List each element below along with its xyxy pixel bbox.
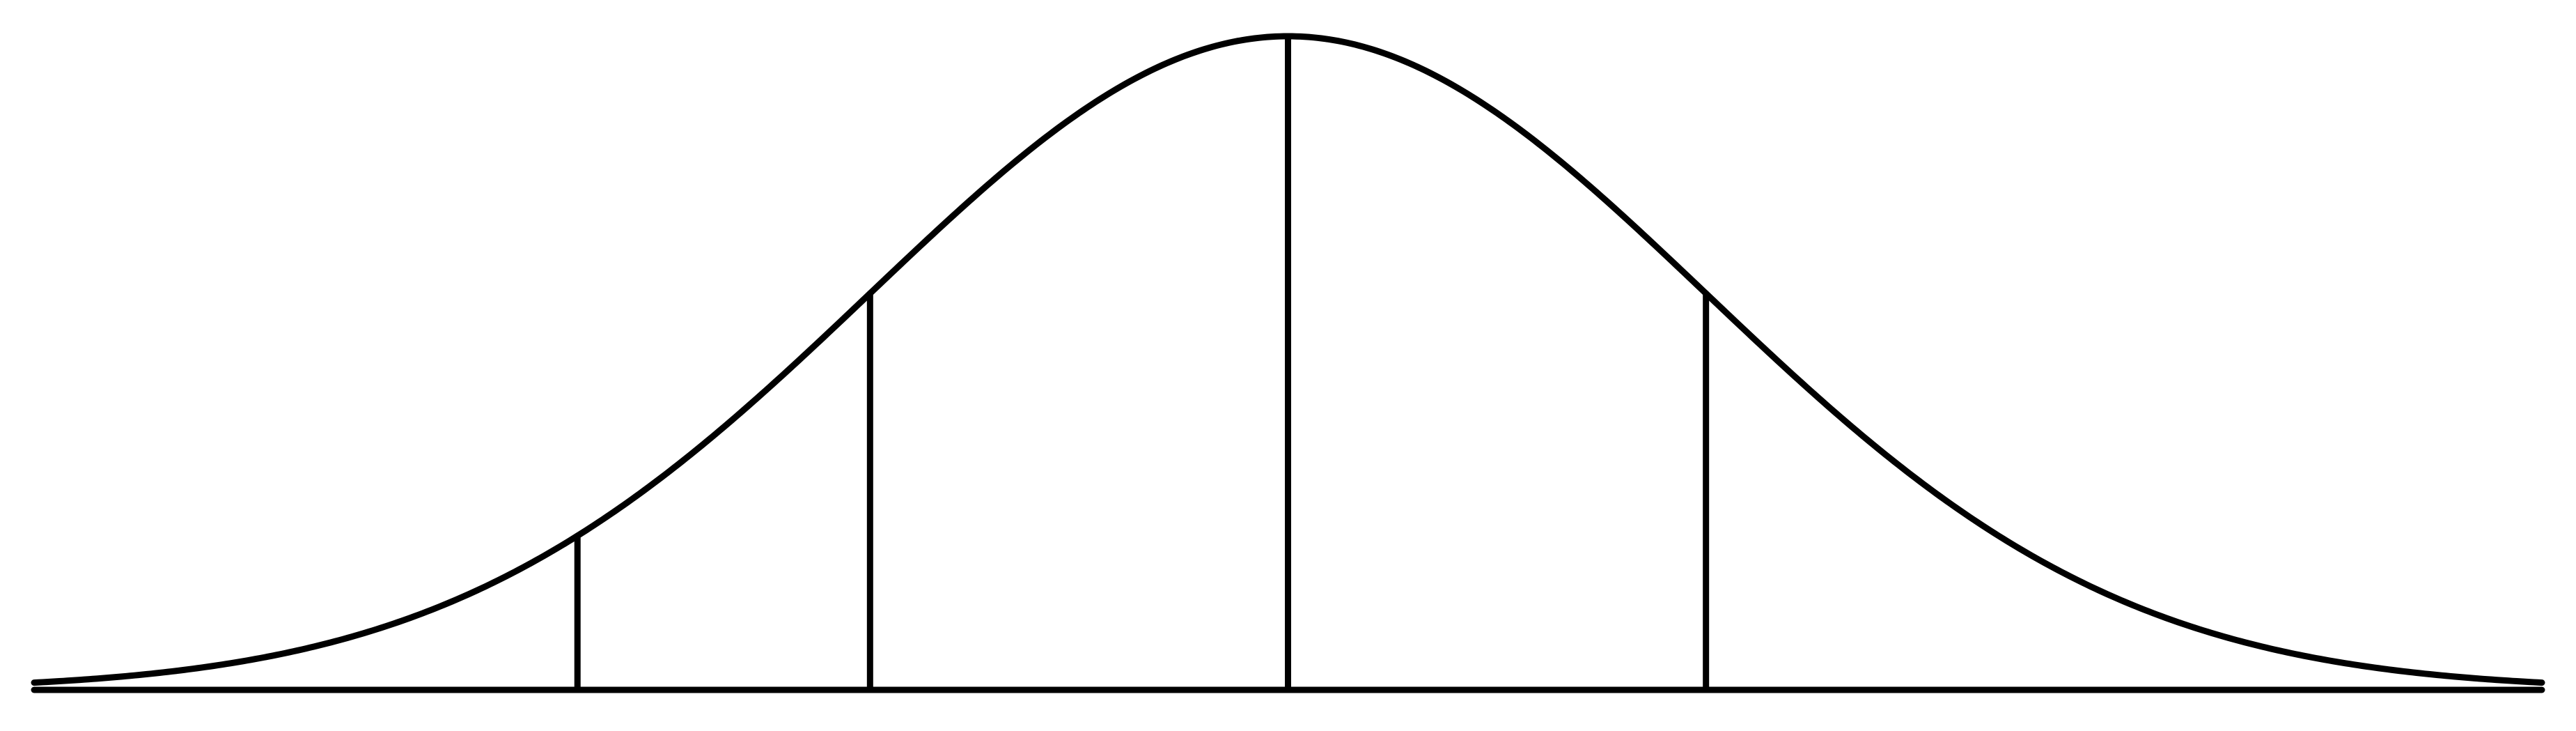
vertical-markers (574, 33, 1710, 693)
